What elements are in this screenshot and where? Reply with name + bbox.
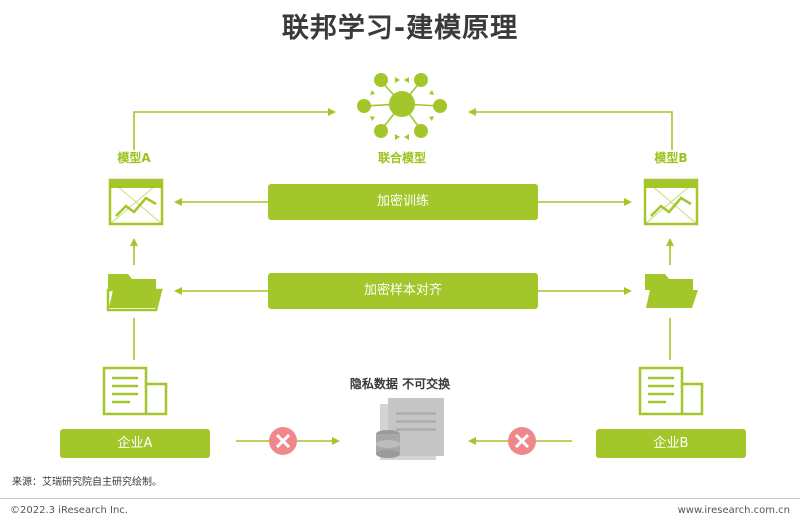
connector-model-a-to-federated bbox=[133, 108, 336, 150]
blocked-icon-right bbox=[508, 427, 536, 455]
source-note: 来源：艾瑞研究院自主研究绘制。 bbox=[12, 477, 162, 488]
model-a-chart-icon bbox=[108, 178, 164, 226]
document-b-icon bbox=[638, 366, 704, 416]
copyright-text: ©2022.3 iResearch Inc. bbox=[10, 505, 128, 516]
privacy-data-note: 隐私数据 不可交换 bbox=[349, 377, 451, 391]
blocked-icon-left bbox=[269, 427, 297, 455]
server-database-icon bbox=[376, 398, 444, 460]
encrypted-training-box: 加密训练 bbox=[268, 184, 538, 220]
network-icon bbox=[357, 73, 447, 140]
model-a-label: 模型A bbox=[117, 151, 151, 165]
encrypted-sample-alignment-box: 加密样本对齐 bbox=[268, 273, 538, 309]
enterprise-a-box: 企业A bbox=[60, 429, 210, 458]
model-b-chart-icon bbox=[643, 178, 699, 226]
page-title: 联邦学习-建模原理 bbox=[281, 13, 519, 44]
footer-divider bbox=[0, 498, 800, 499]
model-b-label: 模型B bbox=[654, 151, 688, 165]
website-text: www.iresearch.com.cn bbox=[677, 505, 790, 516]
document-a-icon bbox=[102, 366, 168, 416]
enterprise-b-box: 企业B bbox=[596, 429, 746, 458]
federated-model-label: 联合模型 bbox=[377, 151, 426, 165]
connector-model-b-to-federated bbox=[468, 108, 673, 150]
folder-a-icon bbox=[106, 274, 163, 312]
folder-b-icon bbox=[645, 274, 698, 308]
